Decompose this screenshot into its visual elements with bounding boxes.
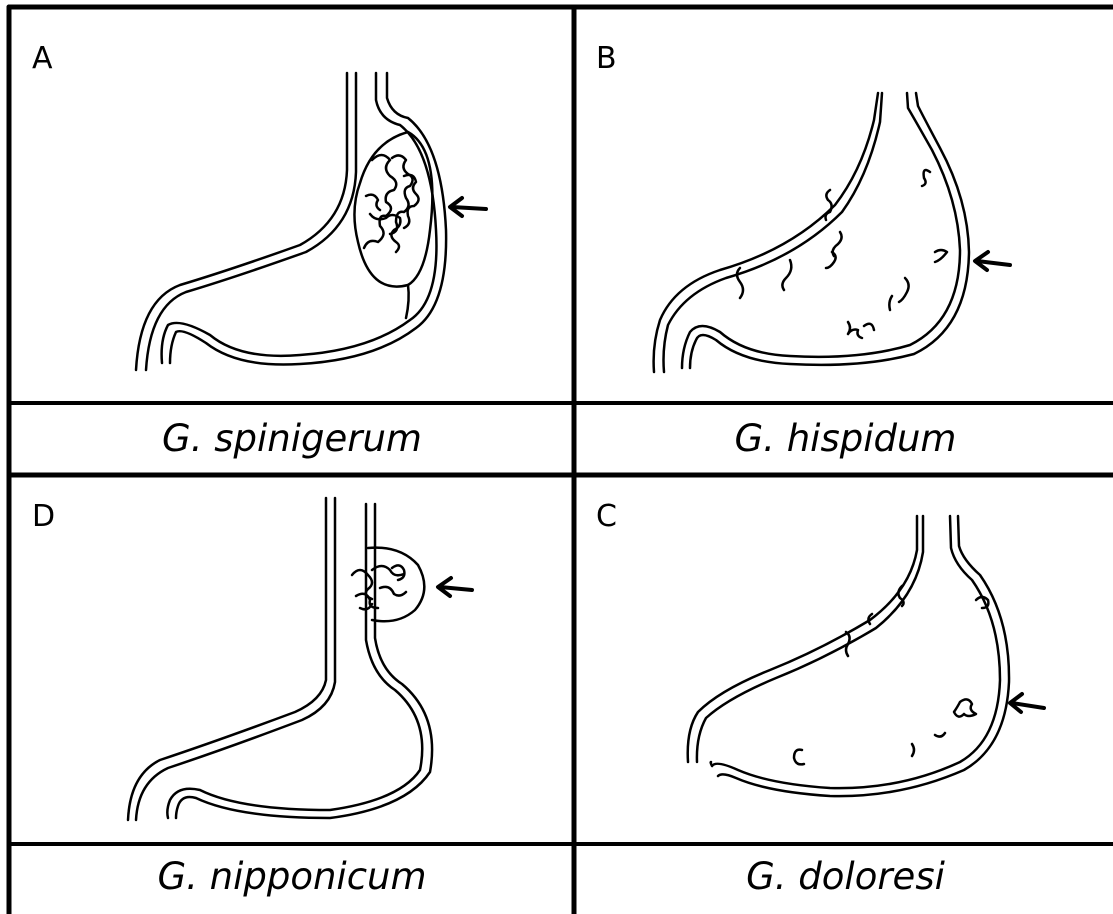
panel-letter-a: A (32, 44, 53, 74)
left-arrow-icon (1010, 694, 1044, 712)
stomach-drawing-b (654, 93, 969, 372)
left-arrow-icon (975, 252, 1010, 270)
left-arrow-icon (450, 198, 486, 216)
left-arrow-icon (438, 578, 472, 596)
panel-letter-d: D (32, 502, 55, 532)
panel-letter-b: B (596, 44, 617, 74)
species-caption-a: G. spinigerum (12, 420, 572, 457)
species-caption-d: G. nipponicum (12, 858, 572, 895)
panel-letter-c: C (596, 502, 617, 532)
stomach-drawing-c (688, 516, 1009, 796)
species-caption-c: G. doloresi (578, 858, 1113, 895)
stomach-drawing-d (128, 498, 432, 820)
species-caption-b: G. hispidum (578, 420, 1113, 457)
stomach-drawing-a (136, 73, 446, 370)
